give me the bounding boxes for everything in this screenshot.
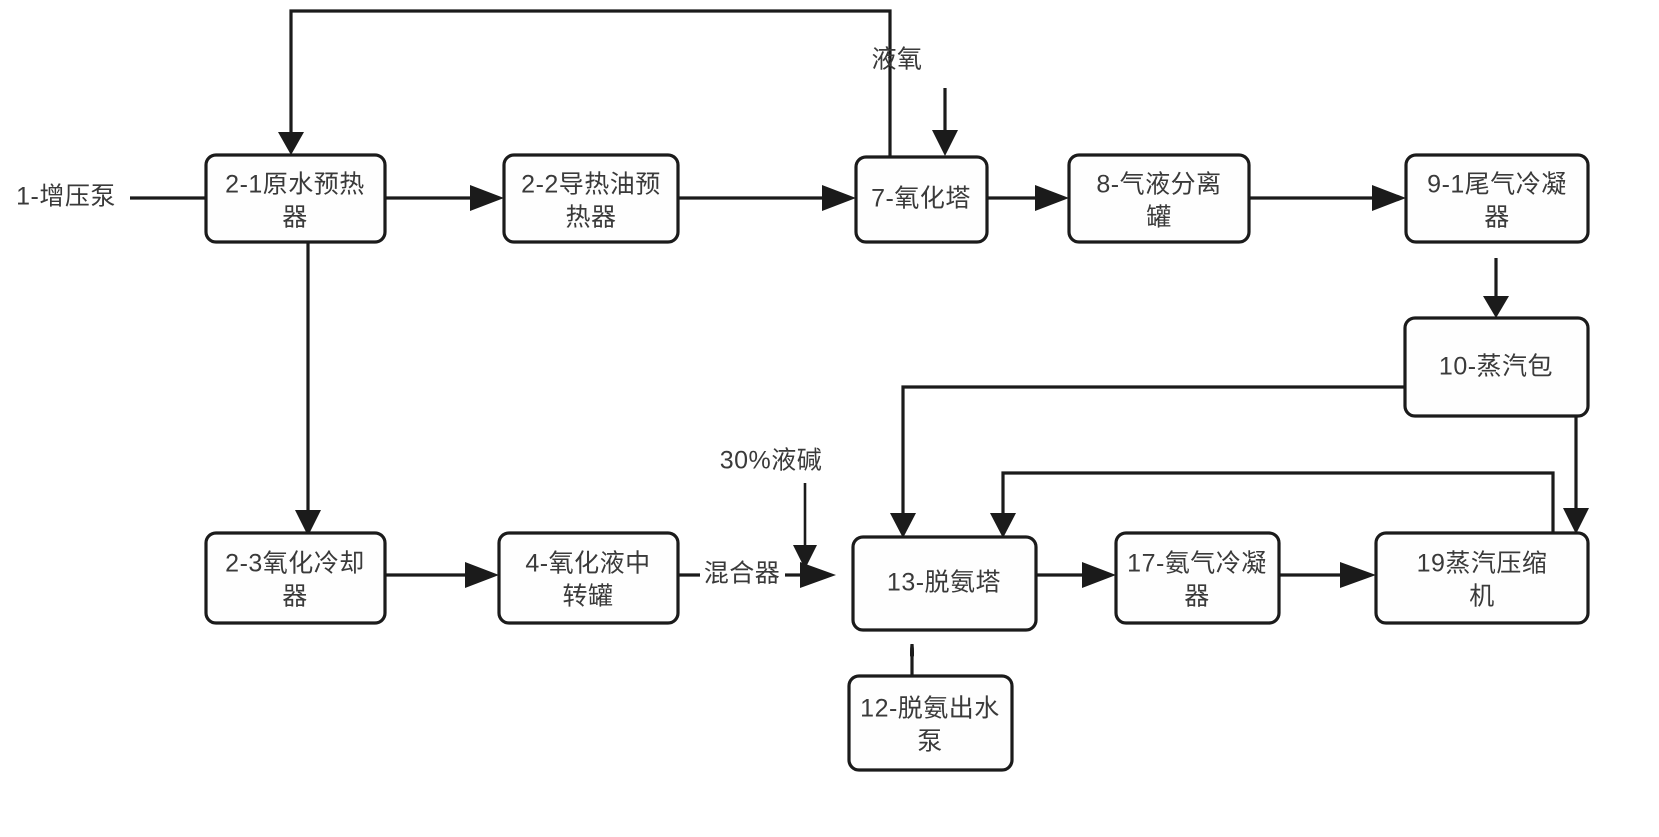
node-steam-compressor[interactable]: 19蒸汽压缩 机 — [1374, 531, 1590, 625]
edge-oxidation-to-separator — [987, 185, 1069, 211]
edge-steam-drum-to-compressor — [1563, 416, 1589, 534]
node-gas-liquid-separator[interactable]: 8-气液分离 罐 — [1067, 153, 1251, 244]
node-thermal-oil-preheater[interactable]: 2-2导热油预 热器 — [502, 153, 680, 244]
edge-steam-drum-to-deamination-tower — [890, 385, 1405, 538]
edge-oil-preheater-to-oxidation — [678, 185, 856, 211]
node-booster-pump[interactable]: 1-增压泵 — [16, 183, 116, 211]
node-tailgas-condenser-label-line2: 器 — [1484, 204, 1510, 232]
connector-layer — [130, 9, 1589, 700]
annotation-layer: 液氧 30%液碱 混合器 — [704, 46, 922, 588]
node-oxidation-cooler-label-line2: 器 — [282, 583, 308, 611]
node-gas-liquid-separator-label-line1: 8-气液分离 — [1096, 171, 1221, 199]
edge-liquid-oxygen-to-oxidation — [932, 88, 958, 156]
node-layer: 1-增压泵 2-1原水预热 器 2-2导热油预 热器 7-氧化塔 8-气液分离 … — [16, 153, 1590, 772]
edge-deamination-tower-to-ammonia-condenser — [1036, 562, 1116, 588]
node-deamination-outlet-pump-label-line1: 12-脱氨出水 — [860, 695, 1000, 723]
node-raw-water-preheater-label-line2: 器 — [282, 204, 308, 232]
edge-caustic-to-mixer — [793, 483, 817, 569]
node-steam-drum[interactable]: 10-蒸汽包 — [1403, 316, 1590, 418]
node-tailgas-condenser-label-line1: 9-1尾气冷凝 — [1427, 171, 1567, 199]
node-oxidation-tower-label: 7-氧化塔 — [871, 185, 971, 213]
label-caustic-soda-30: 30%液碱 — [720, 447, 823, 475]
node-oxidized-liquid-buffer-tank-label-line1: 4-氧化液中 — [525, 550, 650, 578]
node-gas-liquid-separator-label-line2: 罐 — [1146, 204, 1172, 232]
edge-preheater-to-oxidation-cooler — [295, 241, 321, 536]
node-raw-water-preheater[interactable]: 2-1原水预热 器 — [204, 153, 387, 244]
node-deamination-outlet-pump-label-line2: 泵 — [917, 728, 943, 756]
node-deamination-tower-label: 13-脱氨塔 — [887, 569, 1001, 597]
node-oxidation-cooler-label-line1: 2-3氧化冷却 — [225, 550, 365, 578]
node-thermal-oil-preheater-label-line2: 热器 — [565, 204, 616, 232]
label-liquid-oxygen: 液氧 — [871, 46, 922, 74]
edge-mixer-to-deamination-tower — [785, 562, 836, 588]
edge-steam-compressor-to-deamination-tower — [990, 471, 1555, 538]
node-steam-drum-label: 10-蒸汽包 — [1439, 353, 1553, 381]
node-thermal-oil-preheater-label-line1: 2-2导热油预 — [521, 171, 661, 199]
node-oxidized-liquid-buffer-tank-label-line2: 转罐 — [562, 583, 613, 611]
edge-separator-to-tailgas-condenser — [1249, 185, 1406, 211]
node-steam-compressor-label-line1: 19蒸汽压缩 — [1417, 550, 1548, 578]
node-oxidation-tower[interactable]: 7-氧化塔 — [854, 155, 989, 244]
node-ammonia-condenser-label-line1: 17-氨气冷凝 — [1127, 550, 1267, 578]
node-booster-pump-label: 1-增压泵 — [16, 183, 116, 211]
label-mixer: 混合器 — [704, 560, 781, 588]
edge-deamination-tower-to-outlet-pump — [899, 644, 925, 700]
node-steam-compressor-label-line2: 机 — [1469, 583, 1495, 611]
node-tailgas-condenser[interactable]: 9-1尾气冷凝 器 — [1404, 153, 1590, 244]
node-oxidation-cooler[interactable]: 2-3氧化冷却 器 — [204, 531, 387, 625]
node-ammonia-condenser-label-line2: 器 — [1184, 583, 1210, 611]
edge-preheater-to-oil-preheater — [385, 185, 504, 211]
edge-oxidation-cooler-to-buffer-tank — [385, 562, 499, 588]
node-deamination-tower[interactable]: 13-脱氨塔 — [851, 535, 1038, 632]
edge-ammonia-condenser-to-compressor — [1279, 562, 1376, 588]
node-oxidized-liquid-buffer-tank[interactable]: 4-氧化液中 转罐 — [497, 531, 680, 625]
edge-oxidation-recycle-to-preheater — [278, 9, 892, 157]
edge-tailgas-condenser-to-steam-drum — [1483, 258, 1509, 318]
node-ammonia-condenser[interactable]: 17-氨气冷凝 器 — [1114, 531, 1281, 625]
node-deamination-outlet-pump[interactable]: 12-脱氨出水 泵 — [847, 674, 1014, 772]
node-raw-water-preheater-label-line1: 2-1原水预热 — [225, 171, 365, 199]
